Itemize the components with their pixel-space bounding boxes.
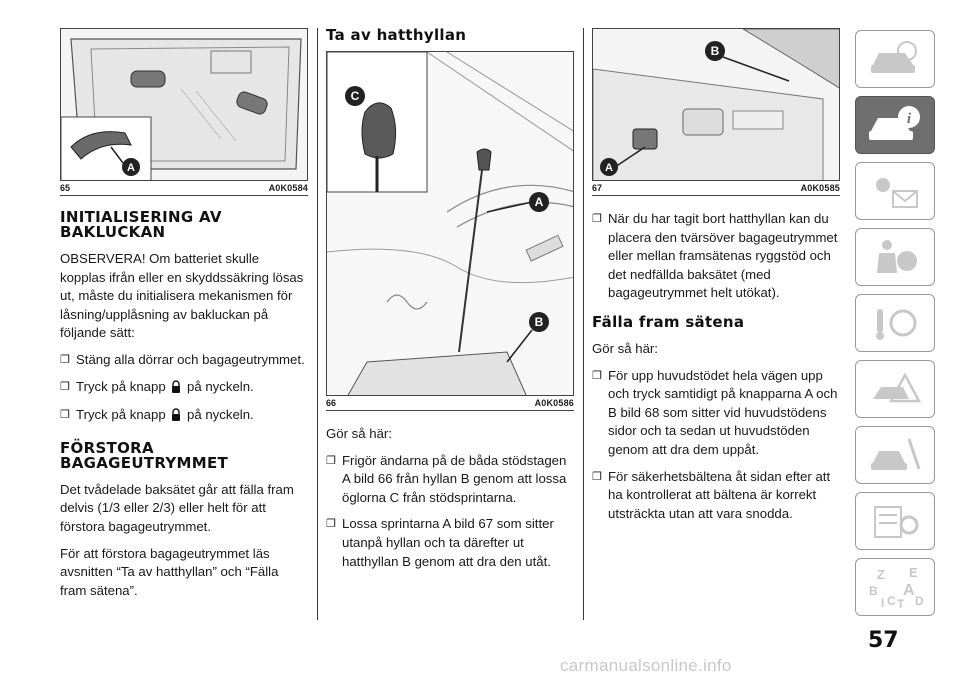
warning-lights-icon xyxy=(876,178,918,208)
figure-66-code: A0K0586 xyxy=(534,398,574,408)
figure-67-code: A0K0585 xyxy=(800,183,840,193)
figure-67-callout-a: A xyxy=(605,162,613,174)
figure-66-callout-a: A xyxy=(535,195,544,209)
column-separator-2 xyxy=(583,28,584,620)
list-item-text-pre: Tryck på knapp xyxy=(76,378,166,394)
svg-text:T: T xyxy=(897,597,905,609)
list-initialisering: Stäng alla dörrar och bagageutrymmet. Tr… xyxy=(60,351,308,427)
trunk-lid-illustration: A xyxy=(61,29,307,180)
heading-falla-fram-satena: Fälla fram sätena xyxy=(592,312,745,331)
page-number: 57 xyxy=(868,628,899,653)
list-item: Tryck på knapp på nyckeln. xyxy=(60,378,308,399)
figure-66-caption: 66 A0K0586 xyxy=(326,396,574,411)
shelf-strut-illustration: C A B xyxy=(327,52,573,395)
list-item: Lossa sprintarna A bild 67 som sitter ut… xyxy=(326,515,574,571)
airbag-safety-icon xyxy=(877,240,917,273)
figure-65-code: A0K0584 xyxy=(268,183,308,193)
chapter-tabs: i Z E B A I C T D xyxy=(855,30,935,624)
figure-65-caption: 65 A0K0584 xyxy=(60,181,308,196)
figure-67-shelf-pins: A B xyxy=(592,28,840,181)
list-item: Tryck på knapp på nyckeln. xyxy=(60,406,308,427)
svg-text:i: i xyxy=(907,111,912,127)
watermark: carmanualsonline.info xyxy=(560,656,732,675)
car-info-icon: i xyxy=(869,106,920,140)
paragraph-intro: Gör så här: xyxy=(326,426,392,441)
svg-text:B: B xyxy=(869,584,878,598)
maintenance-tools-icon xyxy=(871,438,921,470)
list-item-text-pre: Tryck på knapp xyxy=(76,407,166,423)
paragraph-avsnitten: För att förstora bagageutrymmet läs avsn… xyxy=(60,545,279,598)
tab-car-dashboard[interactable] xyxy=(855,30,935,88)
svg-text:A: A xyxy=(903,582,915,599)
shelf-pin-illustration: A B xyxy=(593,29,839,180)
column-middle: Ta av hatthyllan C A B 66 xyxy=(326,28,574,579)
svg-text:E: E xyxy=(909,565,918,580)
figure-66-callout-c: C xyxy=(351,89,360,103)
list-efter-borttagning: När du har tagit bort hatthyllan kan du … xyxy=(592,210,840,303)
lock-icon xyxy=(171,408,181,427)
tab-airbag-safety[interactable] xyxy=(855,228,935,286)
svg-text:I: I xyxy=(881,596,884,609)
list-item: För säkerhetsbältena åt sidan efter att … xyxy=(592,468,840,524)
tab-steering-key[interactable] xyxy=(855,294,935,352)
breakdown-triangle-icon xyxy=(873,372,922,403)
tab-maintenance[interactable] xyxy=(855,426,935,484)
figure-66-shelf-struts: C A B xyxy=(326,51,574,396)
list-item-text-post: på nyckeln. xyxy=(187,407,254,423)
list-hatthyllan: Frigör ändarna på de båda stödstagen A b… xyxy=(326,452,574,572)
list-item-text-post: på nyckeln. xyxy=(187,378,254,394)
column-separator-1 xyxy=(317,28,318,620)
list-item: När du har tagit bort hatthyllan kan du … xyxy=(592,210,840,303)
tab-breakdown[interactable] xyxy=(855,360,935,418)
column-left: A 65 A0K0584 INITIALISERING AV BAKLUCKAN… xyxy=(60,28,308,608)
car-dashboard-icon xyxy=(871,41,917,73)
lock-icon xyxy=(171,379,181,399)
heading-initialisering: INITIALISERING AV BAKLUCKAN xyxy=(60,208,222,241)
heading-ta-av-hatthyllan: Ta av hatthyllan xyxy=(326,26,467,44)
steering-key-icon xyxy=(876,309,917,340)
svg-text:C: C xyxy=(887,594,896,608)
figure-67-caption: 67 A0K0585 xyxy=(592,181,840,196)
figure-66-callout-b: B xyxy=(535,315,544,329)
paragraph-tvadelade: Det tvådelade baksätet går att fälla fra… xyxy=(60,481,294,534)
svg-text:D: D xyxy=(915,594,924,608)
figure-65-number: 65 xyxy=(60,183,71,193)
alphabetical-index-icon: Z E B A I C T D xyxy=(869,565,924,609)
tab-car-info[interactable]: i xyxy=(855,96,935,154)
paragraph-observera: OBSERVERA! Om batteriet skulle kopplas i… xyxy=(60,251,304,341)
figure-65-trunk-handles: A xyxy=(60,28,308,181)
tab-warning-lights[interactable] xyxy=(855,162,935,220)
svg-text:Z: Z xyxy=(877,567,885,582)
list-item: För upp huvudstödet hela vägen upp och t… xyxy=(592,367,840,460)
technical-data-icon xyxy=(874,506,919,538)
figure-67-callout-b: B xyxy=(711,44,720,58)
paragraph-intro: Gör så här: xyxy=(592,340,658,356)
tab-alphabetical-index[interactable]: Z E B A I C T D xyxy=(855,558,935,616)
column-right: A B 67 A0K0585 När du har tagit bort hat… xyxy=(592,28,840,531)
list-falla-fram: För upp huvudstödet hela vägen upp och t… xyxy=(592,367,840,524)
figure-66-number: 66 xyxy=(326,398,337,408)
list-item: Frigör ändarna på de båda stödstagen A b… xyxy=(326,452,574,508)
heading-forstora: FÖRSTORA BAGAGEUTRYMMET xyxy=(60,438,229,472)
figure-65-callout-a: A xyxy=(127,162,135,174)
tab-technical-data[interactable] xyxy=(855,492,935,550)
figure-67-number: 67 xyxy=(592,183,603,193)
list-item: Stäng alla dörrar och bagageutrymmet. xyxy=(60,351,308,370)
